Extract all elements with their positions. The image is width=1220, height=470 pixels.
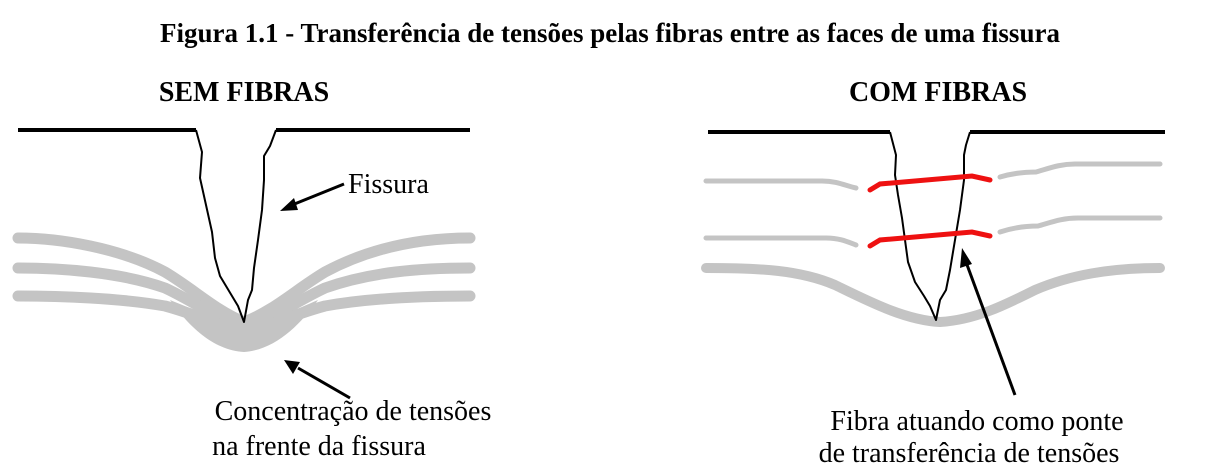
layer-mid-right: [997, 215, 1163, 235]
figure-caption: Figura 1.1 - Transferência de tensões pe…: [160, 18, 1060, 48]
fiber-label-arrow: [960, 248, 1017, 396]
stress-line-top: [12, 232, 476, 328]
left-crack: [195, 129, 277, 323]
right-panel-title: COM FIBRAS: [849, 77, 1027, 108]
fiber-upper: [867, 173, 993, 193]
crack-label-arrow: [280, 182, 345, 211]
concentration-label-line-1: Concentração de tensões: [215, 396, 492, 427]
layer-bottom-curved: [701, 263, 1165, 327]
crack-label: Fissura: [348, 169, 429, 200]
stress-concentration-band: [12, 232, 476, 352]
right-panel: COM FIBRAS Fibra atuando como ponte de t…: [701, 77, 1165, 469]
concentration-label-line-2: na frente da fissura: [212, 431, 426, 462]
layer-mid-left: [703, 235, 859, 248]
fiber-label-line-1: Fibra atuando como ponte: [830, 406, 1123, 437]
concentration-label-arrow: [284, 360, 351, 400]
fiber-label-line-2: de transferência de tensões: [819, 438, 1120, 469]
left-panel: SEM FIBRAS Fissura Concentração de tensõ…: [12, 77, 492, 462]
fiber-lower: [867, 229, 993, 249]
stress-concentration-zone: [170, 300, 318, 352]
layer-upper-right: [997, 161, 1163, 180]
left-panel-title: SEM FIBRAS: [159, 77, 329, 108]
layer-upper-left: [703, 178, 859, 191]
right-crack: [889, 131, 971, 321]
